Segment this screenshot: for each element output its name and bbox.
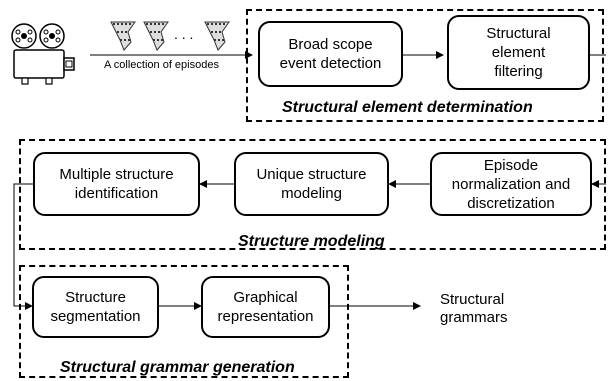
film-camera-icon (11, 23, 75, 85)
collection-label: A collection of episodes (104, 59, 219, 71)
multiple-structure-identification-box: Multiple structure identification (33, 152, 200, 216)
modeling-frame (19, 139, 606, 250)
output-label: Structural grammars (440, 291, 508, 326)
determination-label: Structural element determination (282, 99, 533, 116)
ellipsis: . . . (174, 26, 194, 42)
graphical-representation-box: Graphical representation (201, 276, 330, 338)
film-reel-clip-icon (143, 21, 169, 51)
modeling-label: Structure modeling (238, 233, 385, 250)
grammar-label: Structural grammar generation (60, 359, 295, 376)
determination-frame (246, 9, 604, 122)
arrow-multiple-to-segmentation (13, 183, 41, 310)
unique-structure-modeling-box: Unique structure modeling (234, 152, 389, 216)
grammar-frame (19, 265, 349, 378)
structural-element-filtering-box: Structural element filtering (447, 15, 590, 90)
structure-segmentation-box: Structure segmentation (32, 276, 159, 338)
broad-scope-detection-box: Broad scope event detection (258, 21, 403, 87)
film-reel-clip-icon (204, 21, 230, 51)
film-reel-clip-icon (110, 21, 136, 51)
episode-normalization-box: Episode normalization and discretization (430, 152, 592, 216)
